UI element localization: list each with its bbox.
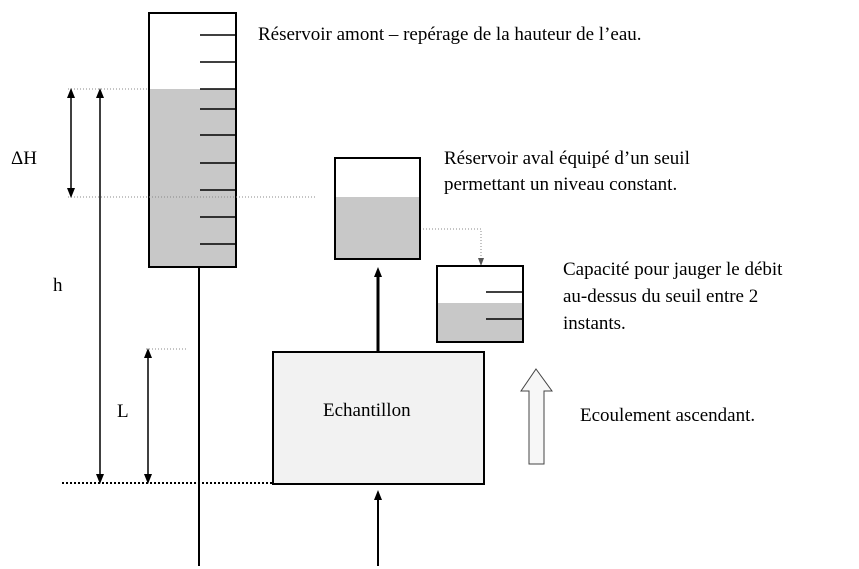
downstream-reservoir [334, 157, 421, 260]
downstream-reservoir-label-line1: Réservoir aval équipé d’un seuil [444, 148, 690, 169]
gauge-capacity-label-line1: Capacité pour jauger le débit [563, 259, 783, 280]
upstream-reservoir [148, 12, 237, 268]
gauge-water [437, 303, 523, 342]
gauge-capacity [436, 265, 524, 343]
sample-label: Echantillon [323, 400, 411, 421]
h-label: h [53, 275, 63, 296]
length-label: L [117, 401, 129, 422]
gauge-capacity-label-line2: au-dessus du seuil entre 2 [563, 286, 759, 307]
hollow-up-arrow-icon [520, 368, 553, 465]
reference-lines [68, 88, 484, 350]
upstream-reservoir-label: Réservoir amont – repérage de la hauteur… [258, 24, 642, 45]
upstream-tank-outline [148, 12, 237, 268]
graduation-marks [200, 34, 236, 245]
gauge-capacity-label-line3: instants. [563, 313, 626, 334]
flow-label: Ecoulement ascendant. [580, 405, 756, 426]
downstream-reservoir-label-line2: permettant un niveau constant. [444, 174, 678, 195]
downstream-water [335, 197, 420, 259]
upstream-water [149, 89, 236, 267]
downstream-tank-outline [334, 157, 421, 260]
delta-h-label: ΔH [11, 148, 37, 169]
gauge-tank-outline [436, 265, 524, 343]
overflow-path [420, 228, 484, 266]
